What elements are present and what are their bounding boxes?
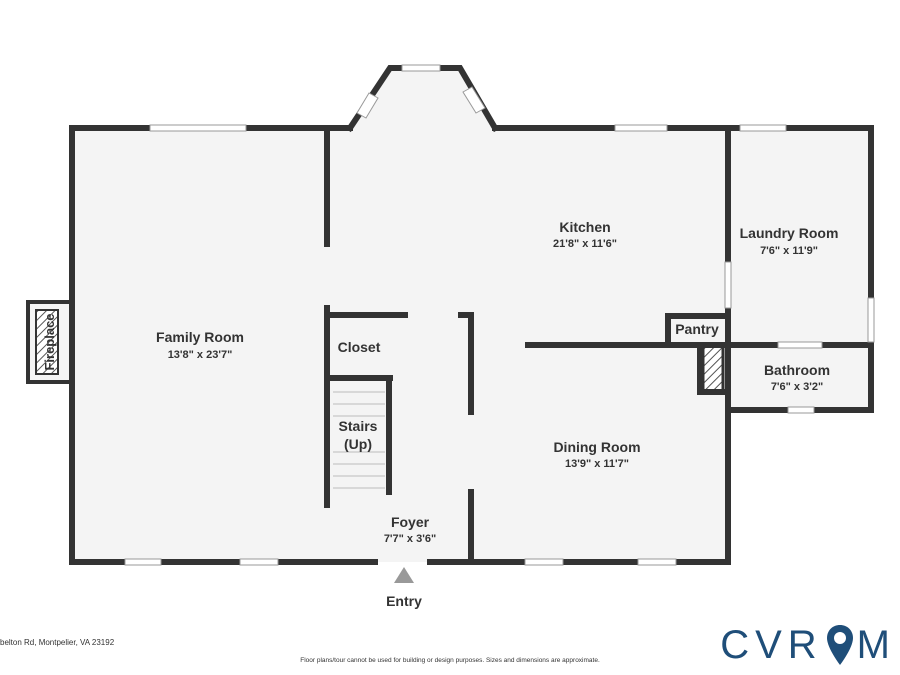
- bathroom-dims: 7'6" x 3'2": [771, 381, 823, 393]
- bathroom-chimney: [701, 344, 725, 394]
- stairs-label: Stairs: [339, 418, 378, 434]
- family-room-label: Family Room: [156, 329, 244, 345]
- property-address: belton Rd, Montpelier, VA 23192: [0, 638, 115, 647]
- closet-label: Closet: [338, 339, 381, 355]
- dining-room-label: Dining Room: [553, 439, 640, 455]
- dining-room-dims: 13'9" x 11'7": [565, 458, 629, 470]
- laundry-room-dims: 7'6" x 11'9": [760, 245, 818, 257]
- fireplace-label: Fireplace: [42, 313, 57, 370]
- foyer-dims: 7'7" x 3'6": [384, 533, 436, 545]
- floorplan-disclaimer: Floor plans/tour cannot be used for buil…: [300, 657, 600, 664]
- foyer-label: Foyer: [391, 514, 430, 530]
- cvrm-logo: CVR M: [720, 620, 896, 670]
- entry-arrow-icon: [394, 567, 414, 583]
- kitchen-label: Kitchen: [559, 219, 610, 235]
- stairs: [333, 391, 385, 489]
- entry-label: Entry: [386, 593, 422, 609]
- logo-text-start: CVR: [720, 622, 823, 667]
- laundry-room-label: Laundry Room: [740, 225, 839, 241]
- bathroom-label: Bathroom: [764, 362, 830, 378]
- logo-text-end: M: [856, 622, 896, 667]
- family-room-dims: 13'8" x 23'7": [168, 349, 233, 361]
- map-pin-icon: [826, 625, 853, 665]
- kitchen-dims: 21'8" x 11'6": [553, 238, 617, 250]
- windows: [124, 64, 875, 566]
- stairs-label-up: (Up): [344, 436, 372, 452]
- pantry-label: Pantry: [675, 321, 719, 337]
